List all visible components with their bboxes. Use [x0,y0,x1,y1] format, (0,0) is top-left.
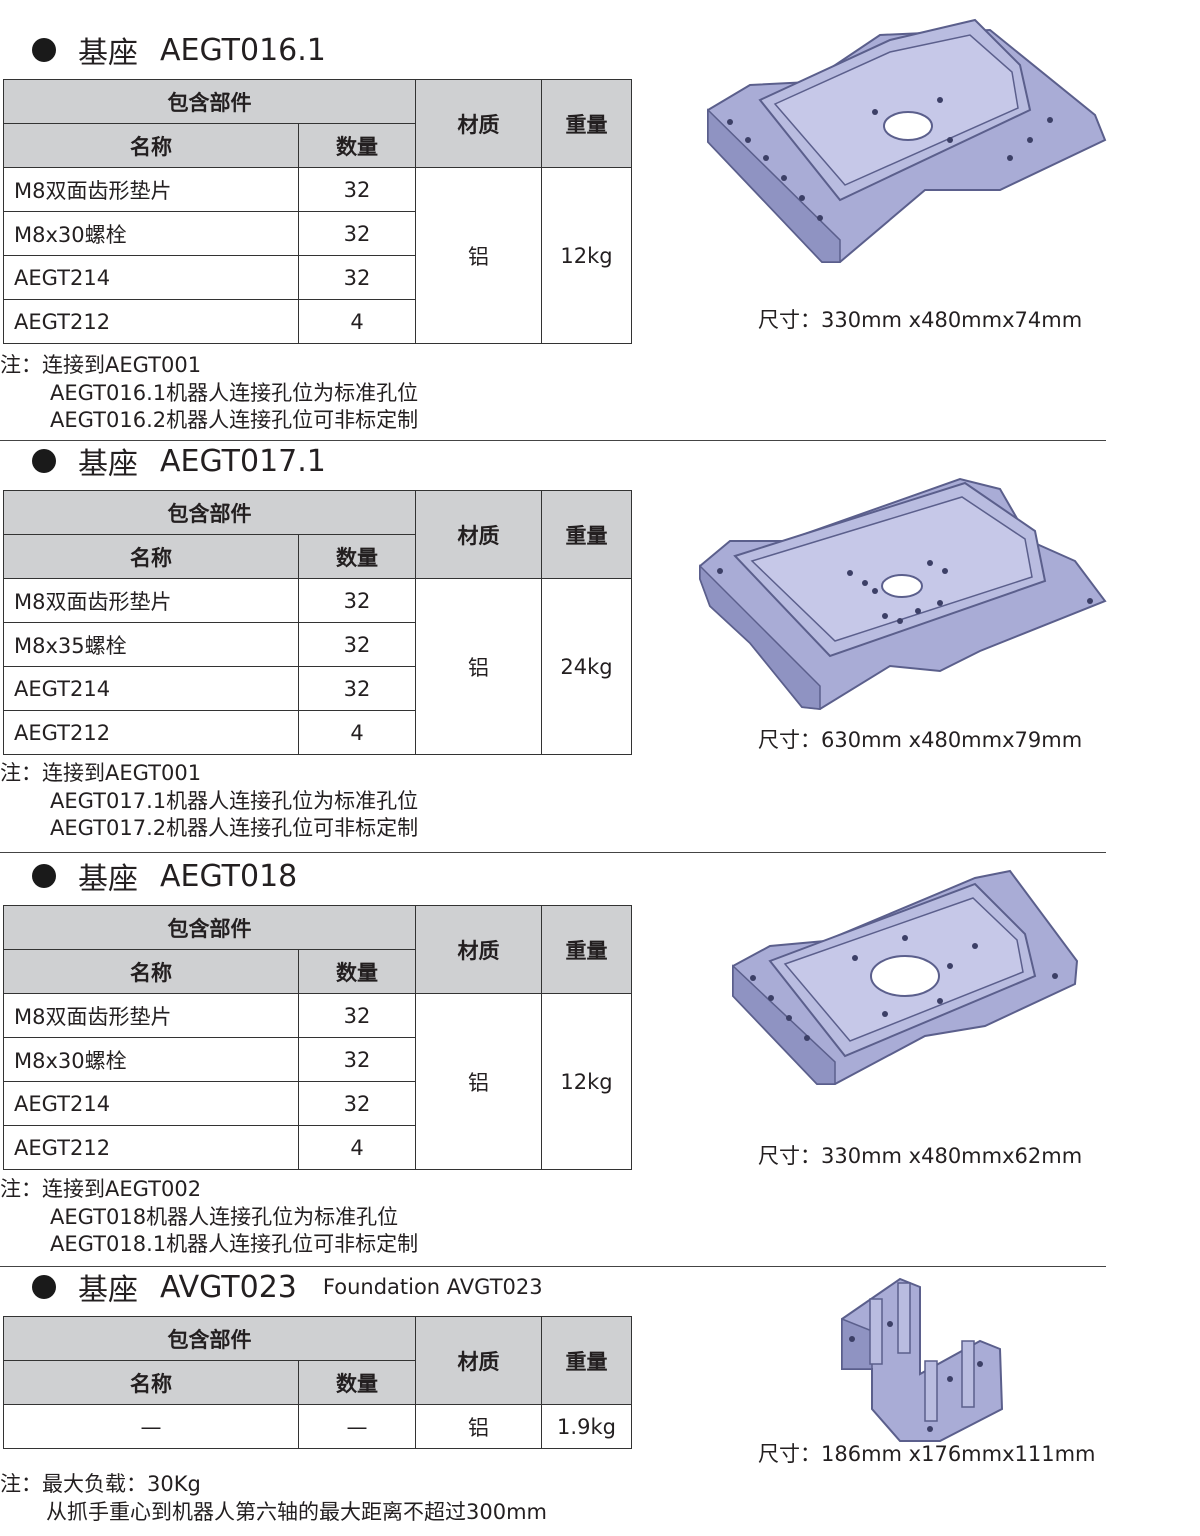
header-qty: 数量 [298,123,416,168]
dimensions-label: 尺寸：330mm x480mmx74mm [758,308,1083,332]
header-material: 材质 [415,905,542,994]
notes: 注：连接到AEGT001 AEGT016.1机器人连接孔位为标准孔位 AEGT0… [0,353,419,432]
table-row: M8x30螺栓 32 [3,211,632,256]
header-name: 名称 [3,534,299,579]
table-row: AEGT212 4 [3,710,632,755]
base-plate-illustration [707,18,1107,263]
header-name: 名称 [3,1360,299,1405]
dimensions-label: 尺寸：330mm x480mmx62mm [758,1144,1083,1168]
table-row: M8双面齿形垫片 32 铝 24kg [3,578,632,755]
product-code: AEGT017.1 [160,443,326,479]
header-weight: 重量 [541,79,632,168]
notes: 注：连接到AEGT001 AEGT017.1机器人连接孔位为标准孔位 AEGT0… [0,761,419,840]
base-plate-illustration [732,869,1079,1085]
header-material: 材质 [415,79,542,168]
product-subtitle: Foundation AVGT023 [322,1275,543,1299]
product-code: AEGT016.1 [160,32,326,68]
parts-table: 包含部件 材质 重量 名称 数量 M8双面齿形垫片 32 铝 24kg M8x3… [3,490,632,755]
notes: 注：最大负载：30Kg 从抓手重心到机器人第六轴的最大距离不超过300mm [0,1472,547,1524]
table-row: M8双面齿形垫片 32 铝 12kg [3,993,632,1170]
table-row: M8x30螺栓 32 [3,1037,632,1082]
section-title: 基座 AEGT018 [32,854,297,898]
table-row: — — 铝 1.9kg [3,1404,632,1449]
header-weight: 重量 [541,490,632,579]
section-aegt016-1: 基座 AEGT016.1 包含部件 材质 重量 名称 数量 M8双面齿形垫片 3… [0,0,1200,432]
table-row: AEGT212 4 [3,1125,632,1170]
section-divider [0,440,1106,441]
bullet-icon [32,449,56,473]
section-title: 基座 AVGT023 Foundation AVGT023 [32,1265,543,1309]
section-divider [0,852,1106,853]
material-cell: 铝 [415,993,542,1170]
parts-table: 包含部件 材质 重量 名称 数量 M8双面齿形垫片 32 铝 12kg M8x3… [3,79,632,344]
base-plate-illustration [699,477,1107,711]
weight-cell: 24kg [541,578,632,755]
header-parts: 包含部件 [3,1316,416,1361]
header-name: 名称 [3,949,299,994]
section-aegt018: 基座 AEGT018 包含部件 材质 重量 名称 数量 M8双面齿形垫片 32 … [0,826,1200,1257]
weight-cell: 12kg [541,993,632,1170]
section-title: 基座 AEGT016.1 [32,28,326,72]
header-parts: 包含部件 [3,490,416,535]
header-qty: 数量 [298,1360,416,1405]
material-cell: 铝 [415,578,542,755]
foundation-bracket-illustration [841,1277,1004,1442]
dimensions-label: 尺寸：630mm x480mmx79mm [758,728,1083,752]
header-qty: 数量 [298,534,416,579]
header-parts: 包含部件 [3,79,416,124]
parts-table: 包含部件 材质 重量 名称 数量 M8双面齿形垫片 32 铝 12kg M8x3… [3,905,632,1170]
header-weight: 重量 [541,905,632,994]
weight-cell: 1.9kg [541,1404,632,1449]
header-material: 材质 [415,1316,542,1405]
notes: 注：连接到AEGT002 AEGT018机器人连接孔位为标准孔位 AEGT018… [0,1177,419,1256]
dimensions-label: 尺寸：186mm x176mmx111mm [758,1442,1096,1466]
section-aegt017-1: 基座 AEGT017.1 包含部件 材质 重量 名称 数量 M8双面齿形垫片 3… [0,411,1200,840]
header-weight: 重量 [541,1316,632,1405]
weight-cell: 12kg [541,167,632,344]
header-qty: 数量 [298,949,416,994]
bullet-icon [32,864,56,888]
parts-table: 包含部件 材质 重量 名称 数量 — — 铝 1.9kg [3,1316,632,1449]
table-row: AEGT214 32 [3,666,632,711]
table-row: M8双面齿形垫片 32 铝 12kg [3,167,632,344]
bullet-icon [32,1275,56,1299]
header-material: 材质 [415,490,542,579]
header-parts: 包含部件 [3,905,416,950]
header-name: 名称 [3,123,299,168]
material-cell: 铝 [415,1404,542,1449]
product-code: AVGT023 [160,1269,297,1305]
table-row: AEGT212 4 [3,299,632,344]
material-cell: 铝 [415,167,542,344]
section-avgt023: 基座 AVGT023 Foundation AVGT023 包含部件 材质 重量… [0,1237,1200,1536]
product-code: AEGT018 [160,858,298,894]
section-title: 基座 AEGT017.1 [32,439,326,483]
section-divider [0,1266,1106,1267]
bullet-icon [32,38,56,62]
